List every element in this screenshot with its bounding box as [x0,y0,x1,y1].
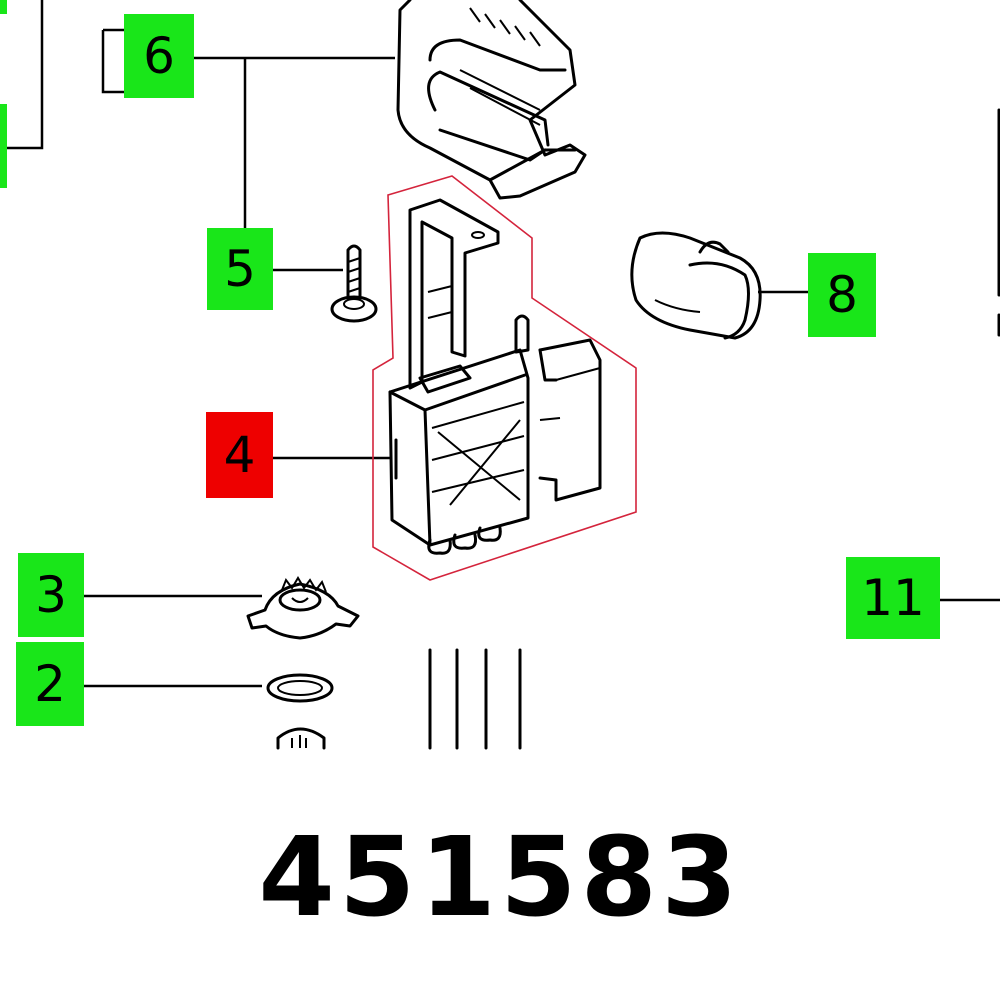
callout-6[interactable]: 6 [124,14,194,98]
part-2-ring-drawing [266,673,334,703]
part-number: 451583 [258,813,742,941]
part-4-switch-drawing [372,175,637,581]
callout-11[interactable]: 11 [846,557,940,639]
callout-4[interactable]: 4 [206,412,273,498]
part-8-cap-drawing [630,231,762,340]
callout-5[interactable]: 5 [207,228,273,310]
part-3-gear-drawing [246,576,360,640]
selection-outline [372,175,637,581]
part-6-bracket-drawing [396,0,587,200]
part-5-screw-drawing [330,244,378,323]
callout-3[interactable]: 3 [18,553,84,637]
left-frame-line [6,0,44,150]
callout-2[interactable]: 2 [16,642,84,726]
callout-8[interactable]: 8 [808,253,876,337]
leader-6-bracket [101,30,124,94]
leader-lines [84,28,1000,688]
callout-partial-top-left[interactable] [0,0,7,14]
partial-parts-bottom [276,648,522,750]
callout-partial-left[interactable] [0,104,7,188]
